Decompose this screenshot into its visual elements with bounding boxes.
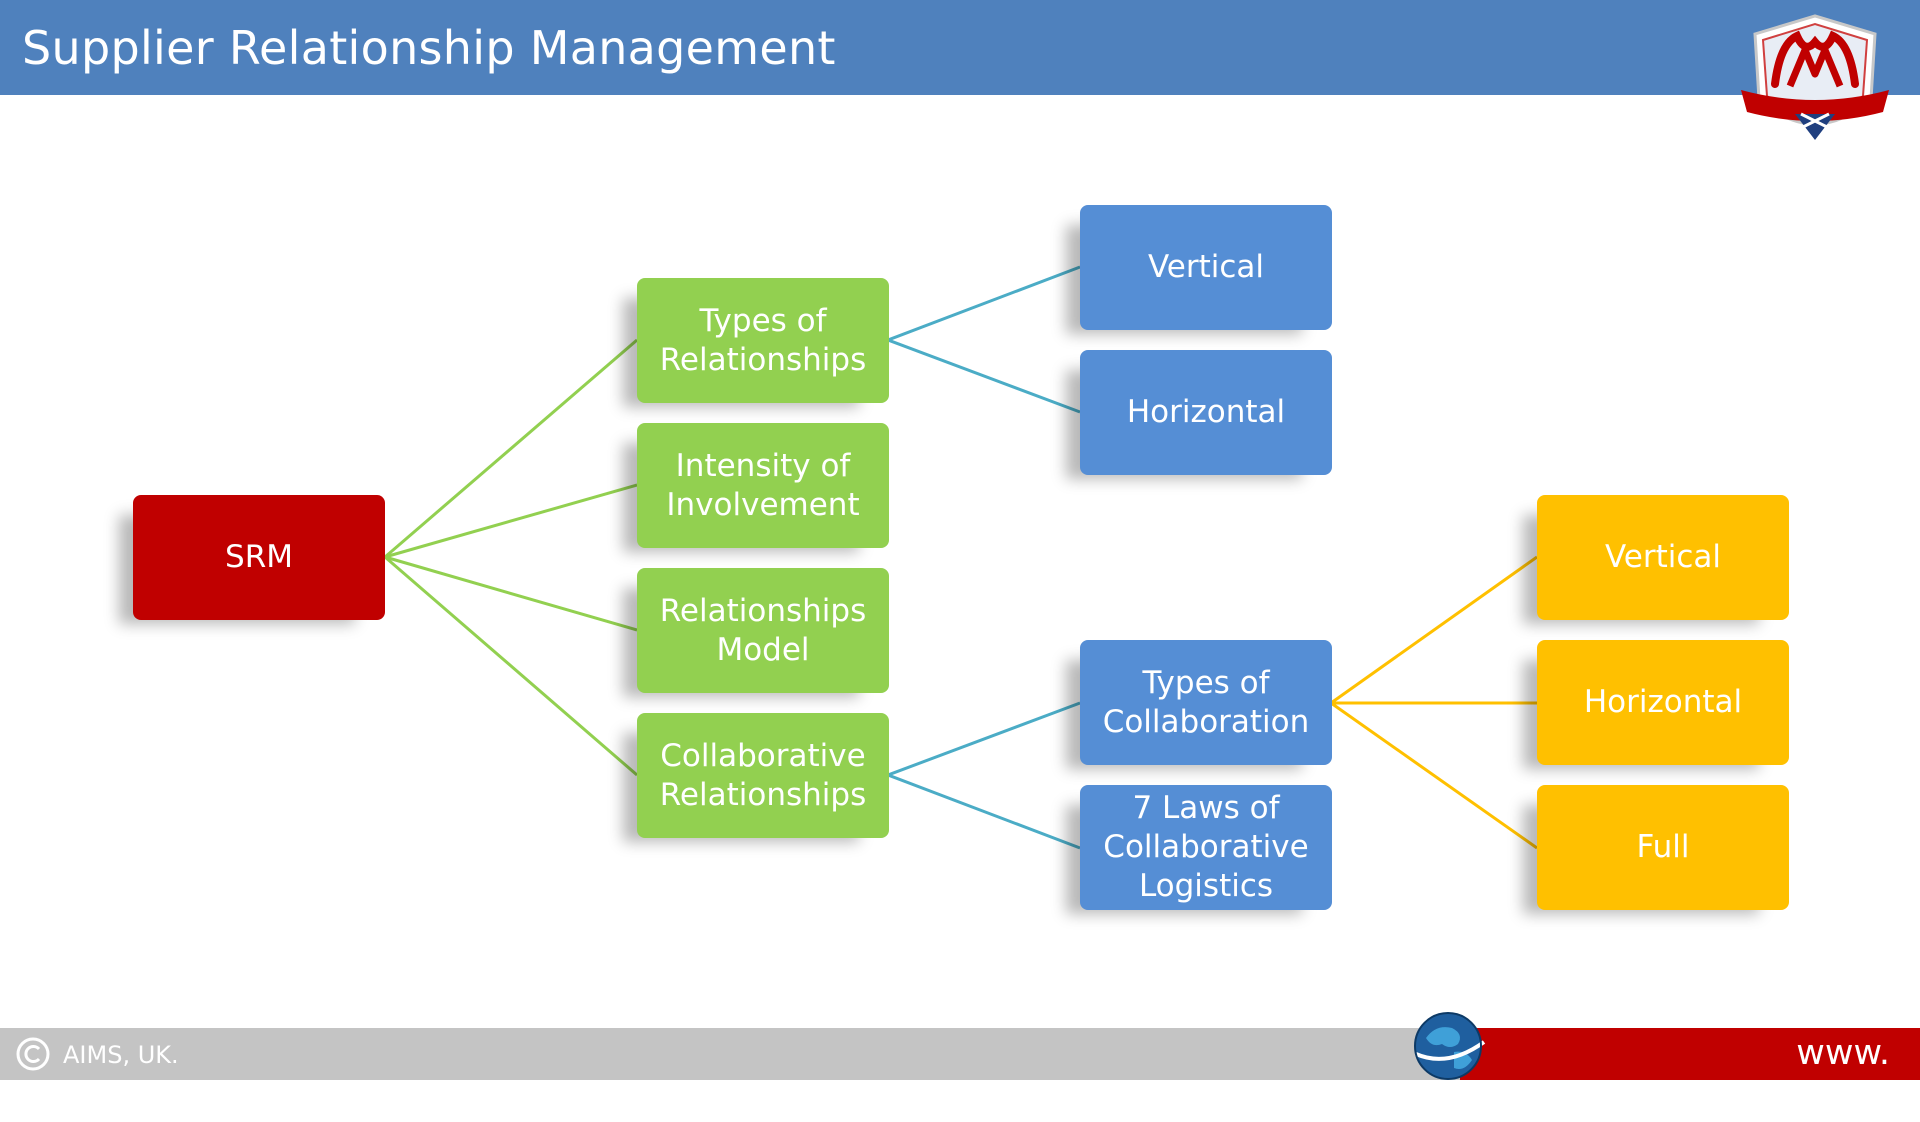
node-collaborative-relationships: Collaborative Relationships [637, 713, 889, 838]
connector-collab-types [887, 701, 1081, 777]
title-bar: Supplier Relationship Management [0, 0, 1920, 95]
connector-srm-model [384, 555, 638, 632]
copyright-text: AIMS, UK. [63, 1041, 179, 1069]
diagram-connectors [384, 265, 1538, 850]
website-link[interactable]: www. aims.education [1621, 1033, 1890, 1119]
copyright-icon [16, 1037, 50, 1071]
node-srm: SRM [133, 495, 385, 620]
connector-collabtypes-full [1330, 701, 1538, 850]
node-collaboration-full: Full [1537, 785, 1789, 910]
connector-collabtypes-vertical [1330, 555, 1538, 705]
page-title: Supplier Relationship Management [22, 21, 836, 75]
node-relationship-vertical: Vertical [1080, 205, 1332, 330]
node-relationships-model: Relationships Model [637, 568, 889, 693]
connector-srm-intensity [384, 483, 638, 559]
node-collaboration-vertical: Vertical [1537, 495, 1789, 620]
connector-srm-collaborative [384, 555, 638, 777]
node-intensity-of-involvement: Intensity of Involvement [637, 423, 889, 548]
connector-srm-types [384, 338, 638, 559]
globe-icon [1414, 1012, 1486, 1080]
node-7-laws-collaborative-logistics: 7 Laws of Collaborative Logistics [1080, 785, 1332, 910]
node-types-of-relationships: Types of Relationships [637, 278, 889, 403]
connector-types-horizontal [887, 338, 1081, 414]
node-collaboration-horizontal: Horizontal [1537, 640, 1789, 765]
aims-crest-logo [1741, 14, 1889, 140]
connector-types-vertical [887, 265, 1081, 342]
footer-website-band [1460, 1028, 1920, 1080]
node-relationship-horizontal: Horizontal [1080, 350, 1332, 475]
node-types-of-collaboration: Types of Collaboration [1080, 640, 1332, 765]
connector-collab-laws [887, 773, 1081, 850]
